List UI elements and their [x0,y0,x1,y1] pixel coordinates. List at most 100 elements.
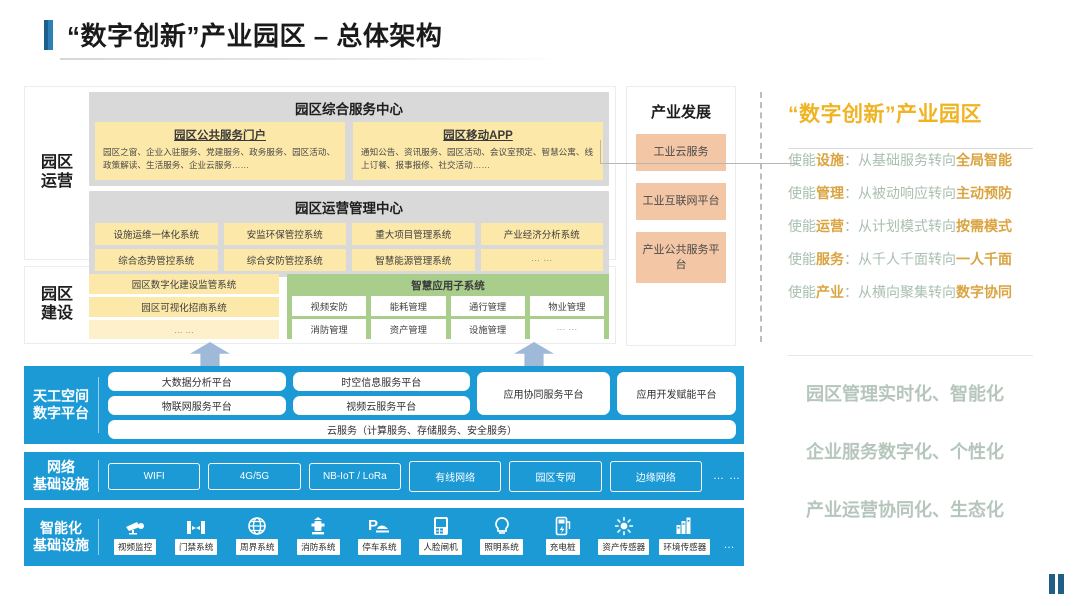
up-arrow-right [514,342,554,368]
enable-from: 从千人千面转向 [858,251,956,267]
smart-device-video-surveillance[interactable]: 视频监控 [107,514,163,555]
camera-icon [124,514,146,536]
asset-sensor-icon [614,514,634,536]
layer-smart-label: 智能化 基础设施 [24,520,98,554]
smart-app-subsystem-card: 智慧应用子系统 视频安防 能耗管理 通行管理 物业管理 消防管理 资产管理 设施… [287,274,609,339]
parking-icon: P [367,514,391,536]
outcome-item: 产业运营协同化、生态化 [806,500,1004,520]
construction-system-cell[interactable]: 园区可视化招商系统 [89,297,279,317]
enable-prefix: 使能 [788,251,816,267]
smart-app-cell[interactable]: 通行管理 [450,296,525,316]
title-divider [60,58,560,60]
portal-card-mobile-app[interactable]: 园区移动APP 通知公告、资讯服务、园区活动、会议室预定、智慧公寓、线上订餐、报… [353,122,603,180]
smart-device-fire[interactable]: 消防系统 [290,514,346,555]
management-system-cell[interactable]: 综合态势管控系统 [95,248,218,271]
enable-to: 全局智能 [956,152,1012,168]
enable-prefix: 使能 [788,152,816,168]
layer-operation-label-line2: 运营 [40,173,73,190]
platform-pill[interactable]: 大数据分析平台 [108,371,286,391]
management-system-cell[interactable]: 智慧能源管理系统 [352,248,475,271]
layer-construction-label-line1: 园区 [40,286,73,304]
connector-vertical [600,140,601,164]
network-chip[interactable]: NB-IoT / LoRa [308,462,401,490]
smart-device-access-control[interactable]: 门禁系统 [168,514,224,555]
network-chip[interactable]: 边缘网络 [609,460,702,492]
network-divider [98,460,99,492]
enable-line: 使能管理：从被动响应转向主动预防 [788,183,1068,203]
management-system-cell[interactable]: 安监环保管控系统 [223,222,346,245]
industry-development-column: 产业发展 工业云服务 工业互联网平台 产业公共服务平台 [626,86,736,346]
platform-pill[interactable]: 时空信息服务平台 [292,371,470,391]
network-chip[interactable]: 有线网络 [408,460,502,492]
network-more: … … [712,470,741,482]
layer-construction-label: 园区 建设 [25,267,89,343]
globe-icon [247,514,267,536]
smart-device-row: 视频监控 门禁系统 周界系统 消防系统 P 停车系统 [99,514,744,561]
bulb-icon [493,514,511,536]
enable-colon: ： [844,218,858,234]
enable-from: 从基础服务转向 [858,152,956,168]
smart-app-grid: 视频安防 能耗管理 通行管理 物业管理 消防管理 资产管理 设施管理 … … [292,296,604,339]
smart-app-cell[interactable]: 视频安防 [292,296,367,316]
smart-app-subsystem-title: 智慧应用子系统 [411,280,485,292]
platform-cloud-services[interactable]: 云服务（计算服务、存储服务、安全服务） [108,419,736,439]
enable-line: 使能服务：从千人千面转向一人千面 [788,249,1068,269]
smart-app-cell[interactable]: 设施管理 [450,319,525,339]
corner-mark [1049,574,1064,594]
portal-mobile-heading: 园区移动APP [443,130,513,142]
enable-subject: 设施 [816,152,844,168]
enable-from: 从计划模式转向 [858,218,956,234]
face-gate-icon [433,514,449,536]
enable-to: 一人千面 [956,251,1012,267]
network-chip[interactable]: WIFI [108,462,201,490]
network-chip[interactable]: 园区专网 [509,460,602,492]
page-title-text: “数字创新”产业园区 – 总体架构 [67,21,443,51]
charging-pile-icon [555,514,571,536]
smart-device-env-sensor[interactable]: 环境传感器 [657,514,713,555]
enable-subject: 产业 [816,284,844,300]
smart-device-perimeter[interactable]: 周界系统 [229,514,285,555]
portal-card-public[interactable]: 园区公共服务门户 园区之窗、企业入驻服务、党建服务、政务服务、园区活动、政策解读… [95,122,345,180]
industry-box-iiot[interactable]: 工业互联网平台 [636,182,726,220]
smart-device-label: 充电桩 [545,538,580,555]
industry-box-public-service[interactable]: 产业公共服务平台 [636,231,726,284]
enable-colon: ： [844,185,858,201]
smart-device-parking[interactable]: P 停车系统 [351,514,407,555]
smart-app-more: … … [529,319,604,339]
layer-operation-label: 园区 运营 [25,87,89,259]
page-title: “数字创新”产业园区 – 总体架构 [44,16,442,53]
smart-app-cell[interactable]: 能耗管理 [371,296,446,316]
architecture-diagram: 园区 运营 园区综合服务中心 园区公共服务门户 园区之窗、企业入驻服务、党建服务… [24,86,616,344]
platform-pill[interactable]: 物联网服务平台 [108,395,286,415]
env-sensor-icon [675,514,695,536]
smart-device-lighting[interactable]: 照明系统 [474,514,530,555]
platform-pill[interactable]: 视频云服务平台 [292,395,470,415]
smart-divider [98,519,99,555]
enable-statement-list: 使能设施：从基础服务转向全局智能 使能管理：从被动响应转向主动预防 使能运营：从… [788,150,1068,302]
layer-smart-label-line1: 智能化 [40,520,82,537]
smart-device-label: 照明系统 [480,538,523,555]
management-system-cell[interactable]: 设施运维一体化系统 [95,222,218,245]
smart-device-face-gate[interactable]: 人脸闸机 [412,514,468,555]
management-system-cell[interactable]: 重大项目管理系统 [352,222,475,245]
smart-device-label: 环境传感器 [659,538,711,555]
smart-app-cell[interactable]: 物业管理 [529,296,604,316]
smart-device-charging-pile[interactable]: 充电桩 [535,514,591,555]
management-system-cell[interactable]: 产业经济分析系统 [480,222,603,245]
enable-line: 使能产业：从横向聚集转向数字协同 [788,282,1068,302]
industry-box-cloud[interactable]: 工业云服务 [636,134,726,171]
management-system-cell[interactable]: 综合安防管控系统 [223,248,346,271]
industry-development-title: 产业发展 [650,104,711,121]
layer-operation-label-line1: 园区 [40,154,73,172]
construction-system-cell[interactable]: 园区数字化建设监管系统 [89,274,279,294]
platform-pill-dev-enablement[interactable]: 应用开发赋能平台 [617,371,736,415]
smart-app-cell[interactable]: 资产管理 [371,319,446,339]
platform-pill-collaboration[interactable]: 应用协同服务平台 [477,371,610,415]
enable-from: 从横向聚集转向 [858,284,956,300]
upward-arrows [24,340,616,368]
layer-digital-platform: 天工空间 数字平台 大数据分析平台 时空信息服务平台 物联网服务平台 视频云服务… [24,366,744,444]
network-chip[interactable]: 4G/5G [208,462,301,490]
smart-device-asset-sensor[interactable]: 资产传感器 [596,514,652,555]
smart-app-cell[interactable]: 消防管理 [292,319,367,339]
right-panel-mid-divider [788,355,1033,356]
